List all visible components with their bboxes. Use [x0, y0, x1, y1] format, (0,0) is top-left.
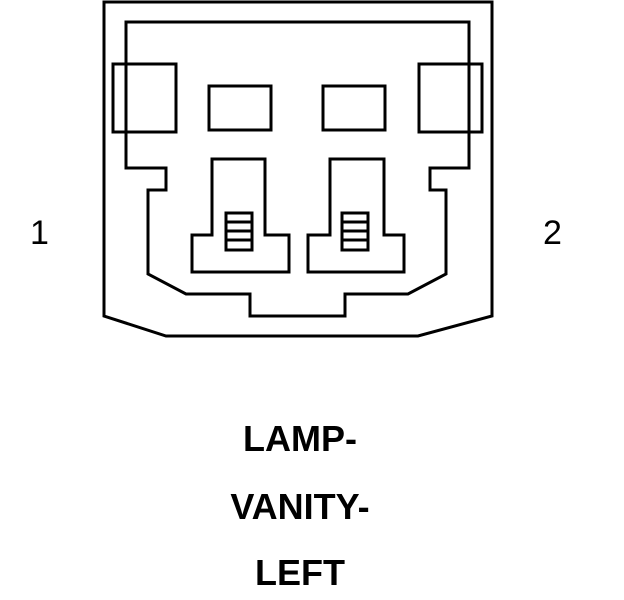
- terminal-1: [190, 157, 291, 274]
- right-latch: [417, 62, 484, 134]
- connector-caption-line-3: LEFT: [255, 552, 345, 593]
- terminal-2: [306, 157, 406, 274]
- terminal-2-grip: [340, 211, 370, 252]
- connector-housing-outline: [102, 0, 494, 338]
- terminal-window-1: [207, 84, 273, 132]
- connector-caption-line-1: LAMP-: [243, 418, 357, 459]
- terminal-window-2: [321, 84, 387, 132]
- left-latch: [111, 62, 178, 134]
- pin-number-right: 2: [543, 214, 562, 252]
- connector-inner-cavity: [124, 20, 471, 318]
- pin-number-left: 1: [30, 214, 49, 252]
- connector-caption-line-2: VANITY-: [230, 486, 370, 527]
- terminal-1-grip: [224, 211, 254, 252]
